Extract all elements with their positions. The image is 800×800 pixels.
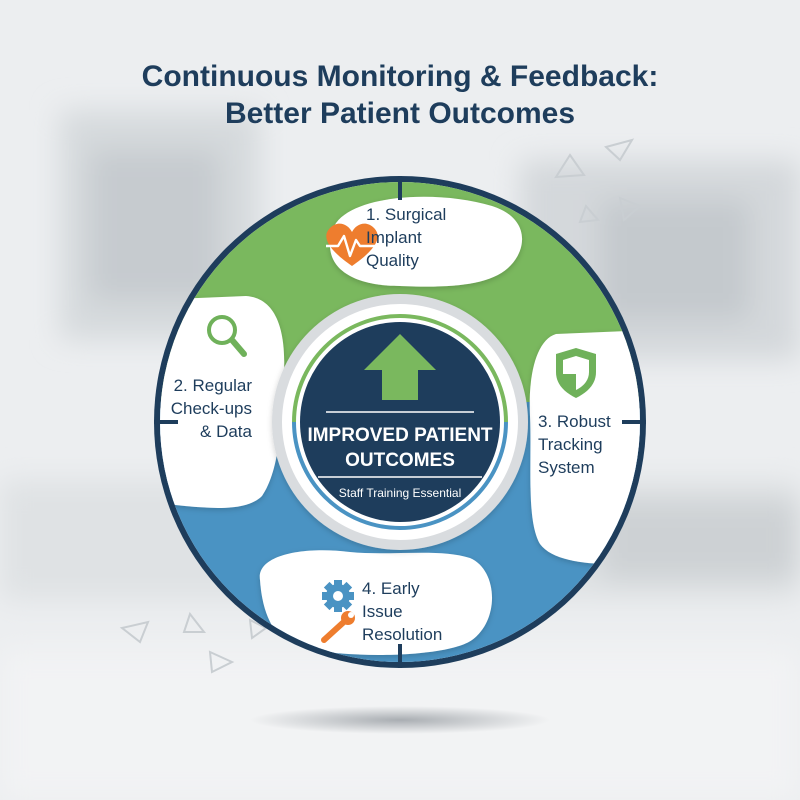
- gear-wrench-icon: [321, 580, 355, 643]
- shield-icon: [556, 348, 596, 398]
- center-subtitle: Staff Training Essential: [338, 486, 462, 500]
- segment-label-surgical-implant-quality: 1. Surgical Implant Quality: [366, 205, 447, 270]
- segment-card-bottom: [259, 550, 493, 655]
- segment-card-left: [160, 296, 285, 508]
- page-title: Continuous Monitoring & Feedback: Better…: [0, 58, 800, 132]
- segment-card-right: [529, 330, 640, 564]
- heart-pulse-icon: [326, 223, 378, 266]
- center-heading: IMPROVED PATIENT OUTCOMES: [307, 425, 493, 471]
- center-hub: [272, 294, 528, 550]
- title-line-1: Continuous Monitoring & Feedback:: [141, 60, 659, 93]
- magnifier-icon: [207, 315, 247, 357]
- wrench-icon: [321, 611, 355, 643]
- arrow-up-icon: [364, 334, 436, 400]
- segment-label-robust-tracking-system: 3. Robust Tracking System: [538, 412, 611, 477]
- segment-label-early-issue-resolution: 4. Early Issue Resolution: [362, 579, 443, 644]
- title-line-2: Better Patient Outcomes: [224, 97, 576, 130]
- gear-icon: [322, 580, 354, 612]
- segment-card-top: [329, 196, 523, 287]
- ring-divider-ticks: [154, 176, 646, 668]
- segment-label-regular-check-ups: 2. Regular Check-ups & Data: [170, 376, 252, 441]
